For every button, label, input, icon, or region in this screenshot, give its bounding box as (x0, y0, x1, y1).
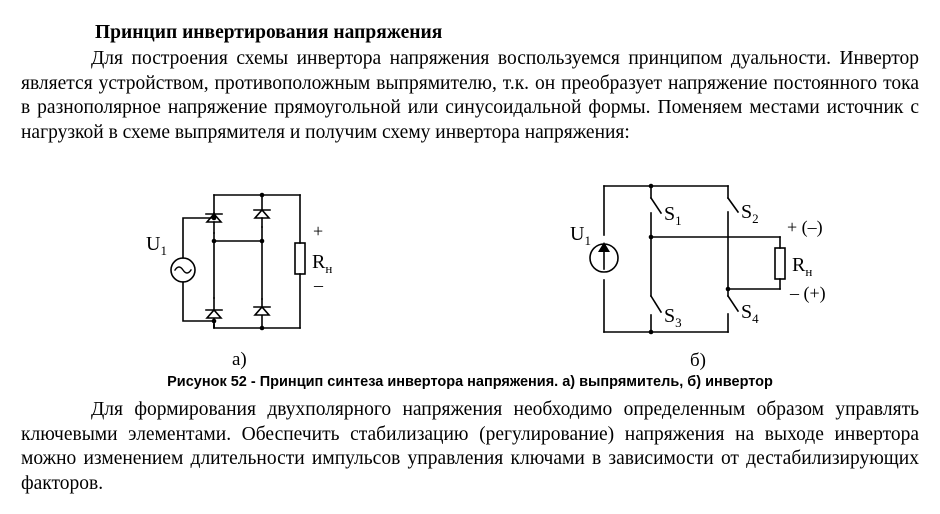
figure-a-sublabel: а) (232, 349, 247, 370)
switch-s4 (726, 294, 740, 313)
switch-s4-label: S4 (741, 301, 759, 326)
ac-wave-icon (174, 266, 192, 274)
switch-s1-label: S1 (664, 203, 682, 228)
diode-bottom-left (205, 297, 223, 319)
rectifier-source-label: U1 (146, 233, 167, 258)
inverter-plus-label: + (–) (787, 217, 823, 238)
diode-top-right (253, 208, 271, 228)
switch-s3-label: S3 (664, 305, 682, 330)
figure-caption: Рисунок 52 - Принцип синтеза инвертора н… (167, 374, 773, 390)
closing-paragraph: Для формирования двухполярного напряжени… (21, 398, 919, 496)
intro-paragraph: Для построения схемы инвертора напряжени… (21, 47, 919, 145)
switch-s2 (726, 196, 740, 214)
switch-s2-label: S2 (741, 201, 759, 226)
rectifier-diodes (205, 208, 271, 319)
intro-paragraph-text: Для построения схемы инвертора напряжени… (21, 48, 919, 143)
figure-b-sublabel: б) (690, 350, 706, 371)
rectifier-load-label: Rн (312, 251, 332, 276)
inverter-load-label: Rн (792, 254, 812, 279)
rectifier-circuit (170, 194, 306, 329)
inverter-circuit (589, 185, 786, 333)
switch-s3 (649, 294, 663, 314)
rectifier-minus-sign: – (313, 275, 324, 295)
inverter-source-label: U1 (570, 223, 591, 248)
dc-arrow-icon (598, 242, 610, 270)
diode-bottom-right (253, 298, 271, 316)
rectifier-ac-source (170, 257, 196, 283)
diode-top-left (205, 212, 223, 234)
section-title: Принцип инвертирования напряжения (95, 22, 443, 43)
inverter-minus-label: – (+) (789, 283, 826, 304)
switch-s1 (649, 196, 663, 215)
circuit-figure: U1 Rн + – а) U1 S1 S2 S3 S4 Rн + (–) – (… (146, 183, 826, 371)
rectifier-plus-sign: + (313, 221, 323, 241)
closing-paragraph-text: Для формирования двухполярного напряжени… (21, 399, 919, 494)
inverter-load-resistor (774, 247, 786, 280)
rectifier-load-resistor (294, 242, 306, 275)
